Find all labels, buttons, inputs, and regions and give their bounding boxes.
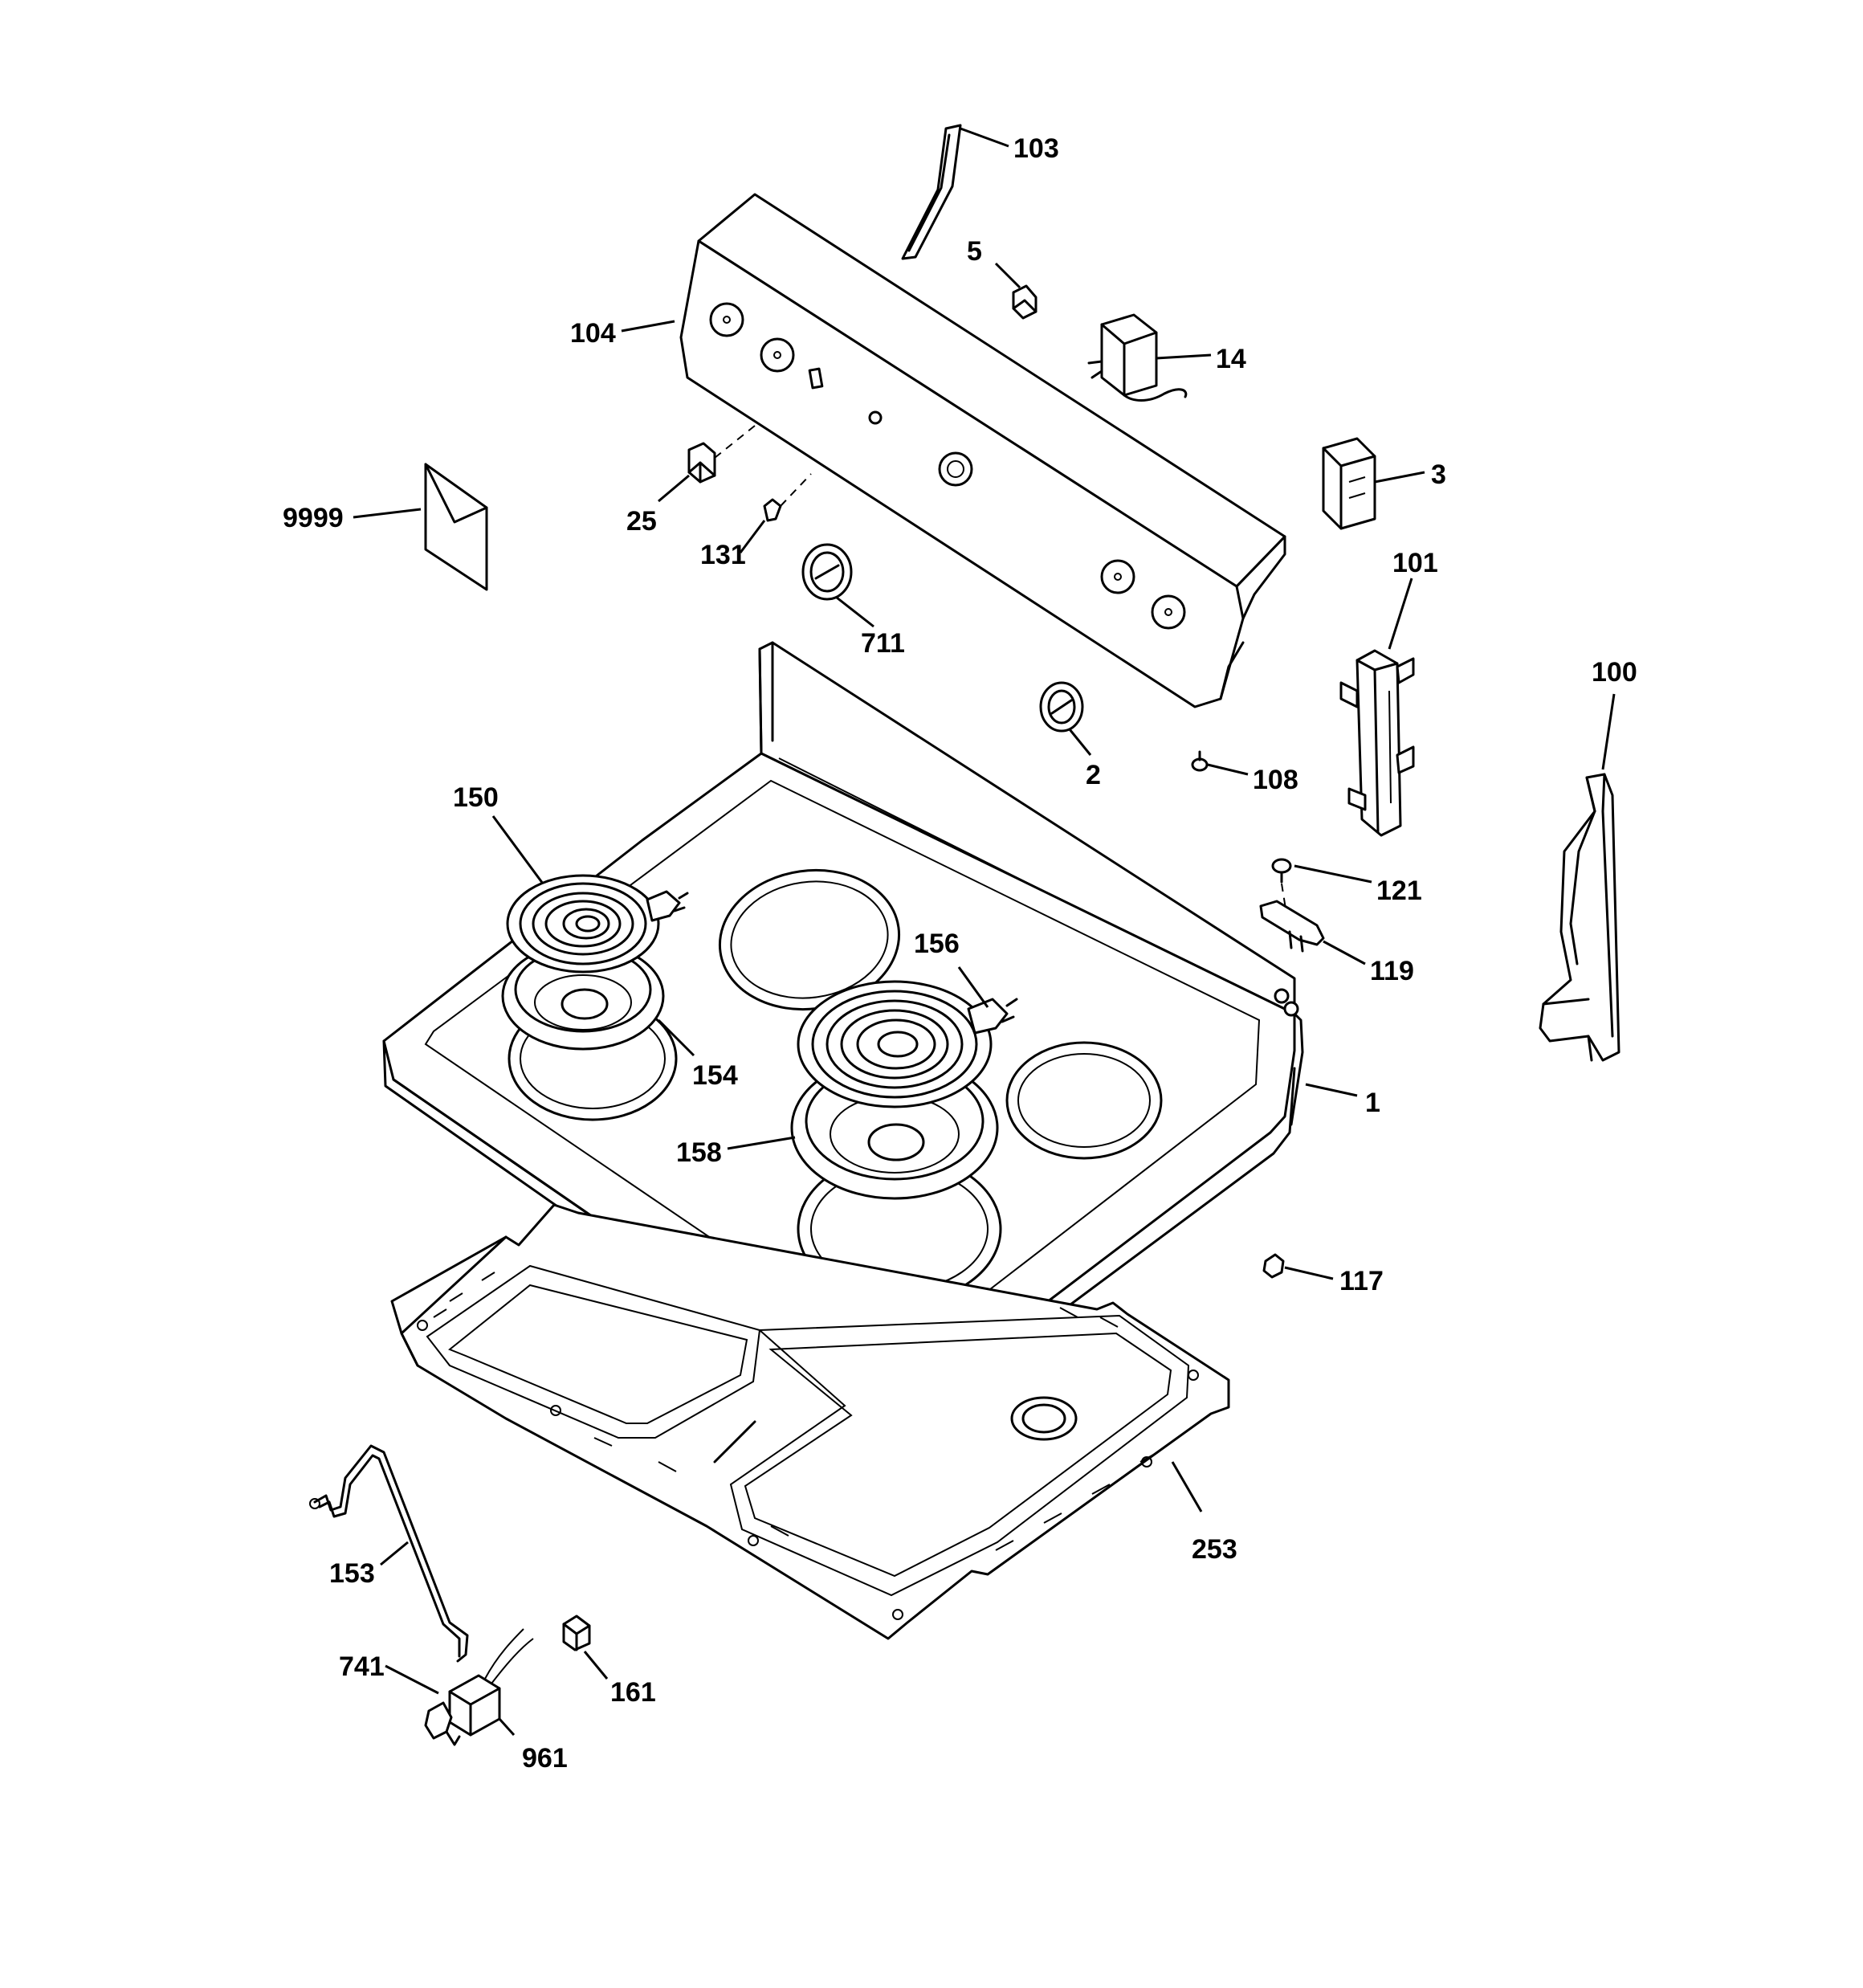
callout-156: 156 [914, 929, 960, 959]
part-14-infinite-switch [1087, 313, 1188, 402]
part-9999-literature [424, 463, 488, 591]
part-711-knob [801, 543, 853, 601]
knob-hole [709, 302, 744, 337]
part-101-bracket [1339, 649, 1415, 837]
knob-hole [938, 451, 973, 487]
callout-101: 101 [1392, 548, 1438, 578]
part-3-switch-block [1322, 437, 1376, 530]
burner-opening [1005, 1041, 1163, 1160]
part-161-clip [562, 1614, 591, 1651]
part-741-terminal-block [424, 1628, 534, 1746]
callout-158: 158 [676, 1137, 722, 1168]
callout-961: 961 [522, 1743, 568, 1774]
callout-25: 25 [626, 506, 657, 537]
callout-150: 150 [453, 782, 499, 813]
knob-hole [1151, 594, 1186, 630]
part-2-knob [1039, 681, 1084, 733]
part-5-switch [1012, 284, 1037, 320]
leader-lines [353, 127, 1616, 1737]
callout-14: 14 [1216, 344, 1246, 374]
knob-hole [760, 337, 795, 373]
callout-5: 5 [967, 236, 982, 267]
part-253-burner-box [390, 1203, 1230, 1640]
part-108-screw [1191, 750, 1209, 772]
callout-253: 253 [1192, 1534, 1237, 1565]
callout-104: 104 [570, 318, 616, 349]
part-104-backsplash [679, 193, 1286, 708]
part-153-wire [309, 1444, 469, 1663]
part-150-surface-unit [506, 874, 689, 974]
callout-153: 153 [329, 1558, 375, 1589]
part-121-screw [1271, 858, 1292, 925]
callout-108: 108 [1253, 765, 1298, 795]
callout-2: 2 [1086, 760, 1101, 790]
part-156-surface-unit [797, 980, 1018, 1108]
part-100-side-trim [1539, 773, 1620, 1062]
callout-117: 117 [1339, 1266, 1384, 1296]
part-25-light [687, 425, 756, 484]
callout-100: 100 [1592, 657, 1637, 688]
part-117-nut [1262, 1253, 1285, 1279]
callout-741: 741 [339, 1651, 385, 1682]
callout-1: 1 [1365, 1088, 1380, 1118]
callout-711: 711 [861, 628, 905, 659]
callout-121: 121 [1376, 876, 1422, 906]
callout-3: 3 [1431, 459, 1446, 490]
part-119-clip [1259, 900, 1325, 953]
callout-103: 103 [1013, 133, 1059, 164]
callout-154: 154 [692, 1060, 738, 1091]
knob-hole [1100, 559, 1135, 594]
callout-161: 161 [610, 1677, 656, 1708]
part-131-lens [763, 473, 812, 522]
callout-9999: 9999 [283, 503, 344, 533]
part-103-bracket [901, 124, 962, 260]
callout-labels: 103 5 104 14 3 9999 25 131 711 101 100 2… [283, 133, 1637, 1774]
callout-119: 119 [1370, 956, 1414, 986]
callout-131: 131 [700, 540, 746, 570]
